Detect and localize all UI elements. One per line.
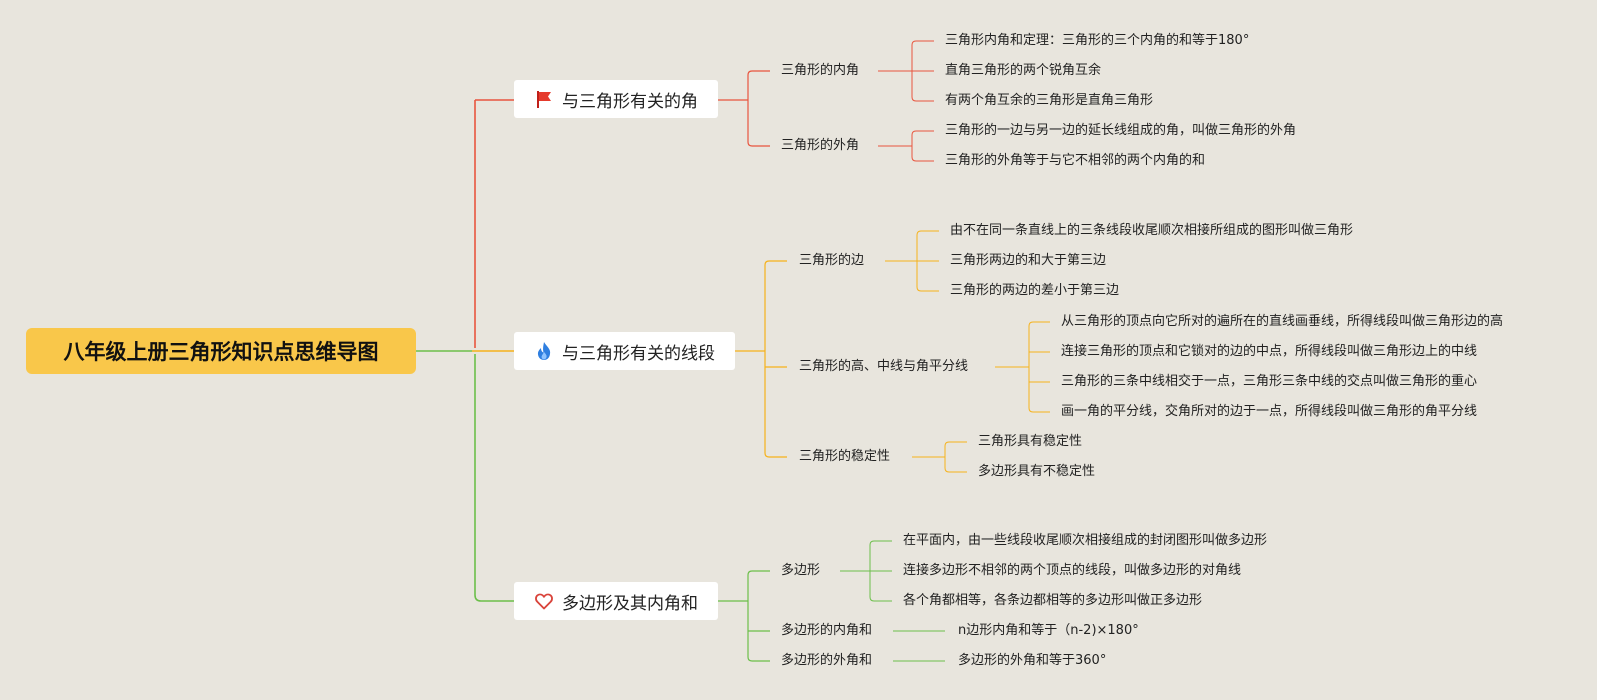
sub-interior-angle[interactable]: 三角形的内角 — [781, 63, 860, 78]
branch-label: 与三角形有关的角 — [562, 91, 698, 112]
leaf[interactable]: 各个角都相等，各条边都相等的多边形叫做正多边形 — [903, 593, 1203, 608]
connector-line — [944, 467, 967, 473]
leaf[interactable]: 在平面内，由一些线段收尾顺次相接组成的封闭图形叫做多边形 — [903, 533, 1268, 548]
leaf[interactable]: 从三角形的顶点向它所对的遍所在的直线画垂线，所得线段叫做三角形边的高 — [1061, 314, 1504, 329]
connector-line — [869, 540, 892, 546]
connector-line — [916, 286, 939, 292]
leaf[interactable]: 三角形的外角等于与它不相邻的两个内角的和 — [945, 153, 1206, 168]
leaf[interactable]: 三角形具有稳定性 — [978, 434, 1083, 449]
connector-line — [747, 70, 770, 76]
leaf[interactable]: 三角形的三条中线相交于一点，三角形三条中线的交点叫做三角形的重心 — [1061, 374, 1478, 389]
connector-line — [916, 230, 939, 236]
connector-line — [911, 40, 934, 46]
connector-line — [747, 141, 770, 147]
connector-line — [1028, 321, 1050, 327]
sub-triangle-sides[interactable]: 三角形的边 — [799, 253, 865, 268]
leaf[interactable]: 多边形的外角和等于360° — [958, 653, 1107, 668]
leaf[interactable]: 画一角的平分线，交角所对的边于一点，所得线段叫做三角形的角平分线 — [1061, 404, 1478, 419]
leaf[interactable]: 由不在同一条直线上的三条线段收尾顺次相接所组成的图形叫做三角形 — [950, 223, 1354, 238]
connector-line — [911, 96, 934, 102]
branch-angles[interactable]: 与三角形有关的角 — [514, 80, 718, 118]
leaf[interactable]: 连接多边形不相邻的两个顶点的线段，叫做多边形的对角线 — [903, 563, 1242, 578]
sub-interior-sum[interactable]: 多边形的内角和 — [781, 623, 873, 638]
leaf[interactable]: n边形内角和等于（n-2)×180° — [958, 623, 1139, 638]
heart-icon — [534, 591, 554, 611]
connector-line — [944, 441, 967, 447]
leaf[interactable]: 三角形的一边与另一边的延长线组成的角，叫做三角形的外角 — [945, 123, 1297, 138]
red-flag-icon — [534, 89, 554, 109]
leaf[interactable]: 连接三角形的顶点和它锁对的边的中点，所得线段叫做三角形边上的中线 — [1061, 344, 1478, 359]
connector-line — [911, 130, 934, 136]
connector-line — [747, 656, 770, 662]
branch-label: 与三角形有关的线段 — [562, 343, 715, 364]
leaf[interactable]: 三角形的两边的差小于第三边 — [950, 283, 1120, 298]
connector-line — [911, 156, 934, 162]
connector-line — [1028, 407, 1050, 413]
leaf[interactable]: 三角形内角和定理：三角形的三个内角的和等于180° — [945, 33, 1250, 48]
leaf[interactable]: 直角三角形的两个锐角互余 — [945, 63, 1102, 78]
leaf[interactable]: 有两个角互余的三角形是直角三角形 — [945, 93, 1154, 108]
sub-exterior-angle[interactable]: 三角形的外角 — [781, 138, 860, 153]
branch-polygons[interactable]: 多边形及其内角和 — [514, 582, 718, 620]
connector-line — [747, 570, 770, 576]
connector-line — [764, 260, 787, 266]
leaf[interactable]: 多边形具有不稳定性 — [978, 464, 1096, 479]
sub-exterior-sum[interactable]: 多边形的外角和 — [781, 653, 873, 668]
sub-height-median-bisector[interactable]: 三角形的高、中线与角平分线 — [799, 359, 969, 374]
branch-segments[interactable]: 与三角形有关的线段 — [514, 332, 735, 370]
leaf[interactable]: 三角形两边的和大于第三边 — [950, 253, 1107, 268]
flame-icon — [534, 341, 554, 361]
branch-label: 多边形及其内角和 — [562, 593, 698, 614]
connector-line — [869, 596, 892, 602]
connector-line — [474, 594, 514, 602]
sub-stability[interactable]: 三角形的稳定性 — [799, 449, 891, 464]
sub-polygon[interactable]: 多边形 — [781, 563, 821, 578]
root-topic[interactable]: 八年级上册三角形知识点思维导图 — [26, 328, 416, 374]
connector-line — [764, 452, 787, 458]
